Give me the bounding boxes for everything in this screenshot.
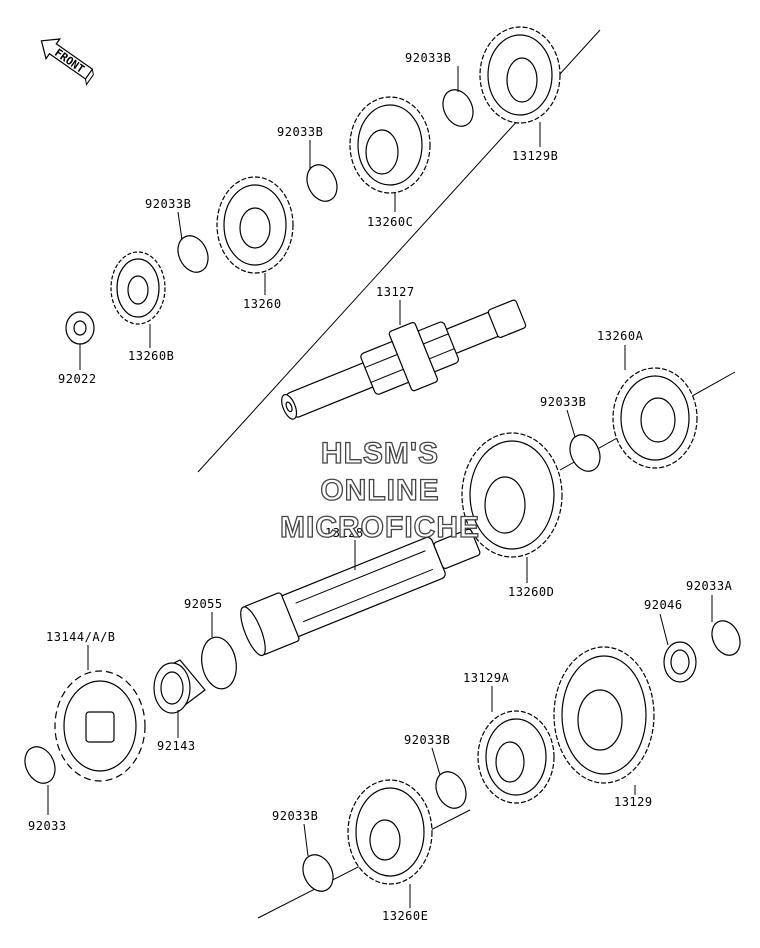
needle-bearing-92046 [663, 641, 697, 683]
watermark-line-3: MICROFICHE [280, 511, 480, 544]
label-13128: 13128 [325, 526, 364, 540]
gear-13260E [347, 779, 433, 885]
leader-lines [47, 66, 713, 908]
circlip-92033B-bottom [302, 854, 334, 892]
label-13129: 13129 [614, 795, 653, 809]
gear-13260A [612, 367, 698, 469]
label-92033A: 92033A [686, 579, 733, 593]
front-arrow-icon: FRONT [40, 38, 94, 86]
watermark-line-1: HLSM'S [321, 437, 439, 470]
gear-13129A [477, 710, 555, 804]
gear-13260C [349, 96, 431, 194]
label-92033B-top: 92033B [405, 51, 451, 65]
circlip-92033B-top [442, 89, 474, 127]
gear-13129 [553, 646, 655, 784]
circlip-92033B-mid [306, 164, 338, 202]
gear-13260 [216, 176, 294, 274]
label-13260B: 13260B [128, 349, 174, 363]
circlip-92033B-right [569, 434, 601, 472]
label-92055: 92055 [184, 597, 223, 611]
label-92033B-mid: 92033B [277, 125, 323, 139]
watermark-line-2: ONLINE [320, 474, 439, 507]
label-13260D: 13260D [508, 585, 554, 599]
watermark: HLSM'S ONLINE MICROFICHE [279, 436, 480, 544]
gear-13260D [461, 432, 563, 558]
circlip-92033B-low [435, 771, 467, 809]
collar-92143 [153, 659, 206, 714]
label-92022: 92022 [58, 372, 97, 386]
label-92046: 92046 [644, 598, 683, 612]
label-13129B: 13129B [512, 149, 558, 163]
shaft-13127 [281, 299, 527, 420]
washer-92022 [65, 311, 95, 345]
label-13260A: 13260A [597, 329, 644, 343]
label-13127: 13127 [376, 285, 415, 299]
circlip-92033A [711, 620, 741, 656]
label-92033B-left: 92033B [145, 197, 191, 211]
label-13260C: 13260C [367, 215, 413, 229]
label-13129A: 13129A [463, 671, 510, 685]
label-13260: 13260 [243, 297, 282, 311]
label-13260E: 13260E [382, 909, 428, 923]
gear-13129B [479, 26, 561, 124]
front-label: FRONT [52, 46, 87, 76]
oring-92055 [201, 636, 237, 690]
label-92033B-right: 92033B [540, 395, 586, 409]
label-92033B-bottom: 92033B [272, 809, 318, 823]
gear-13260B [110, 251, 166, 325]
label-92033B-low: 92033B [404, 733, 450, 747]
label-92143: 92143 [157, 739, 196, 753]
label-13144AB: 13144/A/B [46, 630, 116, 644]
sprocket-13144 [54, 670, 146, 782]
shaft-13128 [240, 528, 481, 657]
circlip-92033B-left [177, 235, 209, 273]
label-92033: 92033 [28, 819, 67, 833]
circlip-92033 [24, 746, 56, 784]
